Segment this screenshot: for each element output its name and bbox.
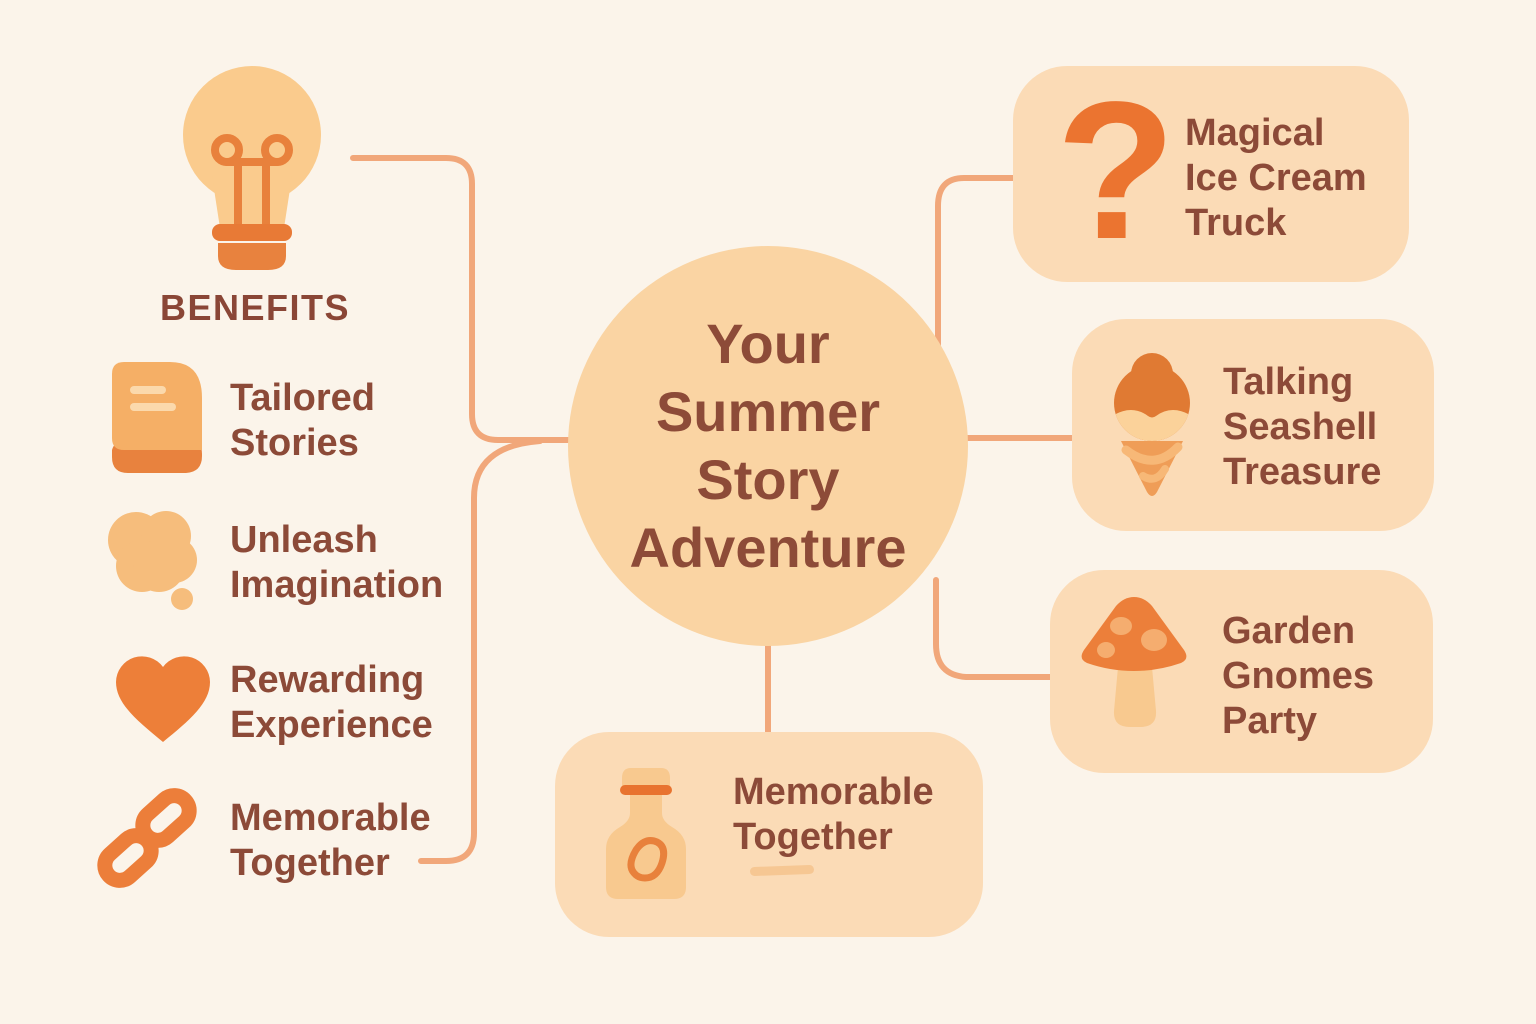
- chain-link-icon: [97, 788, 197, 888]
- benefit-label-line: Imagination: [230, 564, 444, 606]
- connector-circle-to-benefits: [418, 438, 543, 864]
- card-label-line: Magical: [1185, 112, 1325, 154]
- card-magical-ice-cream-truck: [1013, 66, 1409, 282]
- connector-bulb-to-circle: [350, 155, 588, 443]
- card-label-line: Memorable: [733, 771, 934, 813]
- benefit-label-line: Rewarding: [230, 659, 425, 701]
- card-label-line: Party: [1222, 700, 1318, 742]
- connector-circle-to-card1: [935, 175, 1019, 348]
- central-title-line: Story: [696, 448, 840, 511]
- card-label-line: Truck: [1185, 202, 1287, 244]
- central-title-line: Summer: [655, 380, 881, 443]
- card-label: Talking Seashell Treasure: [1223, 360, 1381, 495]
- benefit-item-unleash-imagination: Unleash Imagination: [230, 518, 443, 608]
- lightbulb-icon: [183, 66, 321, 270]
- card-label-line: Seashell: [1223, 406, 1378, 448]
- card-label-line: Ice Cream: [1185, 157, 1367, 199]
- benefit-item-rewarding-experience: Rewarding Experience: [230, 658, 433, 748]
- thought-bubble-icon: [108, 511, 197, 610]
- benefit-label-line: Memorable: [230, 797, 431, 839]
- book-icon: [112, 362, 202, 473]
- question-mark-icon: ?: [1056, 61, 1176, 280]
- central-topic-circle: Your Summer Story Adventure: [568, 246, 968, 646]
- benefit-label-line: Stories: [230, 422, 359, 464]
- bottle-icon: [606, 768, 686, 899]
- benefit-label-line: Together: [230, 842, 390, 884]
- card-label-line: Treasure: [1223, 451, 1382, 493]
- benefit-label-line: Unleash: [230, 519, 378, 561]
- central-title-line: Adventure: [629, 516, 907, 579]
- ice-cream-cone-icon: [1114, 353, 1190, 496]
- mushroom-icon: [1081, 597, 1187, 727]
- card-garden-gnomes-party: [1050, 570, 1433, 773]
- card-label-line: Talking: [1223, 361, 1354, 403]
- connector-circle-to-card3: [933, 577, 1056, 680]
- card-label: Memorable Together: [733, 770, 934, 860]
- benefit-label-line: Tailored: [230, 377, 375, 419]
- card-label-line: Garden: [1222, 610, 1356, 652]
- card-label: Garden Gnomes Party: [1222, 609, 1374, 744]
- central-title-line: Your: [706, 312, 830, 375]
- benefits-heading: BENEFITS: [160, 287, 351, 328]
- heart-icon: [116, 656, 210, 742]
- card-label: Magical Ice Cream Truck: [1185, 111, 1367, 246]
- card-label-line: Gnomes: [1222, 655, 1375, 697]
- benefit-item-memorable-together: Memorable Together: [230, 796, 431, 886]
- benefit-label-line: Experience: [230, 704, 433, 746]
- card-label-line: Together: [733, 816, 893, 858]
- benefit-item-tailored-stories: Tailored Stories: [230, 376, 375, 466]
